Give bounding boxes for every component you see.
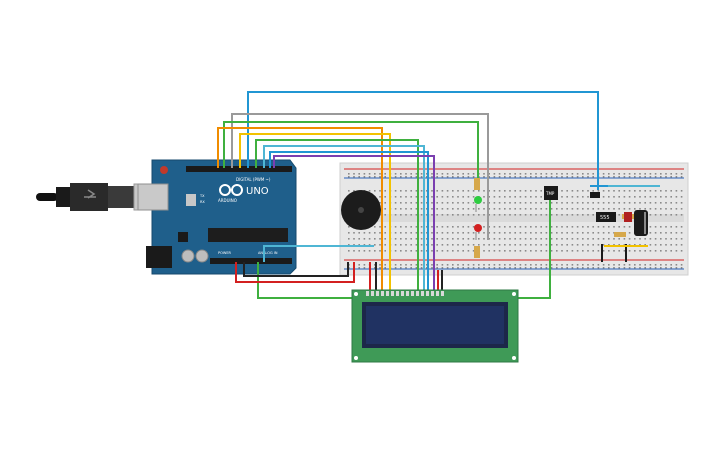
atmega-chip — [208, 228, 288, 242]
analog-label: ANALOG IN — [258, 251, 278, 255]
usb-port — [137, 183, 169, 211]
timer-label: 555 — [600, 215, 610, 221]
wire-blue-lcd — [269, 151, 429, 290]
transistor[interactable] — [590, 192, 600, 198]
breadboard[interactable] — [339, 162, 689, 276]
tx-label: TX — [199, 194, 205, 198]
digital-header — [186, 166, 292, 172]
wire-purple-lcd — [273, 155, 435, 290]
board-brand: ARDUINO — [218, 198, 237, 203]
wire-grey — [231, 113, 489, 240]
timer-chip[interactable]: 555 — [596, 212, 616, 222]
capacitor-small[interactable] — [624, 212, 632, 222]
capacitor-electrolytic[interactable] — [634, 210, 648, 236]
wire-orange — [217, 127, 383, 290]
lcd-display[interactable] — [351, 289, 519, 363]
wire-green-top — [223, 121, 479, 178]
power-jack — [146, 246, 172, 268]
board-model: UNO — [246, 186, 269, 197]
digital-label: DIGITAL (PWM ~) — [236, 177, 271, 182]
wire-black-gnd — [243, 262, 349, 277]
wire-cyan-buzzer — [263, 245, 374, 262]
crystal — [186, 194, 196, 206]
wire-blue-long — [247, 91, 599, 190]
arduino-board[interactable]: UNO ARDUINO DIGITAL (PWM ~) POWER ANALOG… — [137, 159, 297, 275]
rx-label: RX — [200, 200, 205, 204]
lcd-pin-header — [366, 291, 444, 296]
power-label: POWER — [218, 251, 232, 255]
led-green[interactable] — [474, 196, 482, 212]
usb-cable — [36, 183, 157, 211]
resistor-4[interactable] — [614, 232, 626, 237]
analog-header — [210, 258, 292, 264]
wire-yellow — [239, 133, 391, 290]
temperature-sensor[interactable]: TMP — [544, 186, 558, 200]
resistor-2[interactable] — [474, 246, 480, 258]
led-red[interactable] — [474, 224, 482, 240]
resistor-1[interactable] — [474, 178, 480, 190]
arduino-logo-icon — [219, 184, 243, 196]
wire-cyan-lcd — [263, 145, 425, 290]
sensor-label: TMP — [545, 191, 555, 196]
piezo-buzzer[interactable] — [341, 190, 381, 230]
wire-red-power — [235, 262, 355, 283]
wire-green-lcd — [255, 139, 419, 290]
reset-button — [160, 166, 168, 174]
